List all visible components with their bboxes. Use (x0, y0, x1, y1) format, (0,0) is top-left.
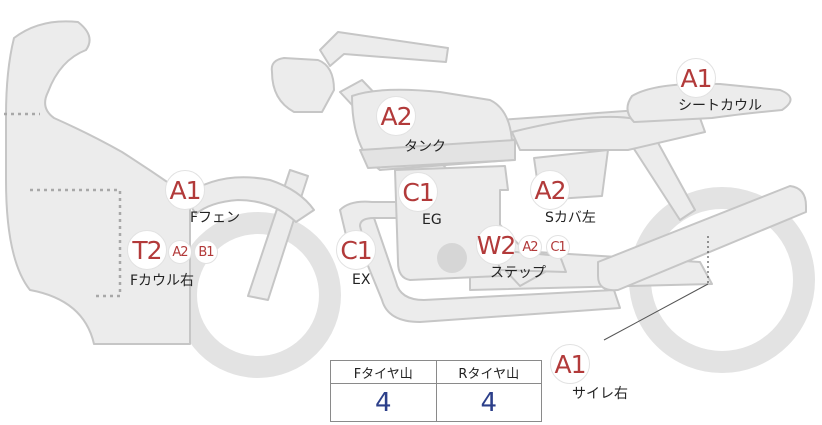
silencer (597, 185, 807, 292)
silencer-leader-lower (603, 283, 709, 341)
value-rear-tread: 4 (435, 383, 542, 422)
label-exhaust: EX (352, 272, 371, 288)
grade-badge-front-cowl-right-3: B1 (194, 240, 218, 264)
engine-cover (437, 243, 467, 273)
grade-badge-front-fender: A1 (165, 170, 205, 210)
label-step: ステップ (490, 265, 546, 281)
grade-badge-step-2: A2 (518, 235, 542, 259)
header-rear-tread: Rタイヤ山 (435, 360, 542, 384)
grade-badge-engine: C1 (398, 172, 438, 212)
tank-band (359, 139, 516, 169)
grade-badge-step-3: C1 (546, 235, 570, 259)
grade-badge-step: W2 (476, 225, 516, 265)
grade-badge-tank: A2 (376, 96, 416, 136)
value-front-tread: 4 (330, 383, 437, 422)
label-silencer-right: サイレ右 (572, 386, 628, 402)
handlebar (319, 31, 449, 67)
label-front-cowl-right: Fカウル右 (130, 273, 195, 289)
label-seat-cowl: シートカウル (678, 98, 762, 114)
label-side-cover-left: Sカバ左 (545, 210, 596, 226)
cowl-guide-lower (30, 188, 122, 298)
tread-table-header-row: Fタイヤ山 Rタイヤ山 (330, 360, 542, 384)
front-fender (183, 176, 315, 223)
grade-badge-exhaust: C1 (336, 230, 376, 270)
label-tank: タンク (404, 139, 446, 155)
header-front-tread: Fタイヤ山 (330, 360, 437, 384)
seat (511, 115, 706, 151)
grade-badge-silencer-right: A1 (550, 344, 590, 384)
grade-badge-seat-cowl: A1 (676, 58, 716, 98)
grade-badge-front-cowl-right-2: A2 (168, 240, 192, 264)
grade-badge-front-cowl-right: T2 (127, 230, 167, 270)
grade-badge-side-cover-left: A2 (530, 170, 570, 210)
label-engine: EG (422, 212, 442, 228)
label-front-fender: Fフェン (190, 210, 241, 226)
tire-tread-table: Fタイヤ山 Rタイヤ山 4 4 (330, 360, 542, 422)
headlight (270, 57, 335, 113)
tread-table-value-row: 4 4 (330, 383, 542, 422)
